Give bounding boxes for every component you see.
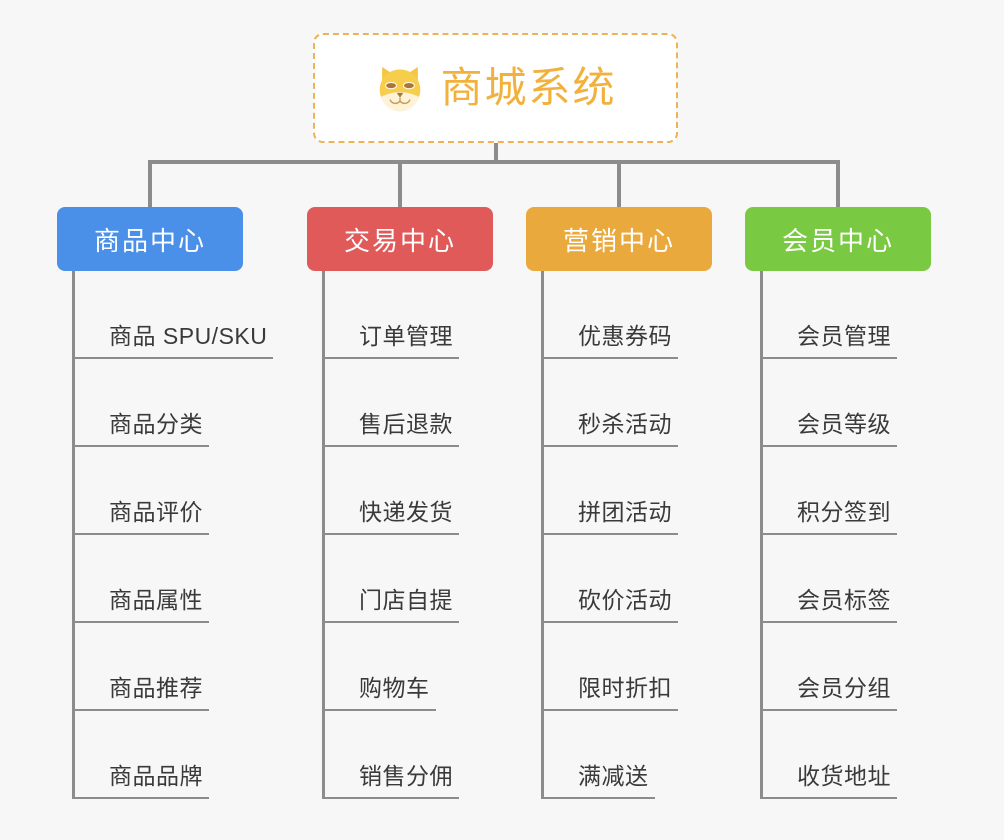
leaf-item[interactable]: 会员管理 xyxy=(763,271,931,359)
root-node-title: 商城系统 xyxy=(440,64,617,111)
leaf-label: 商品分类 xyxy=(109,411,203,437)
column-product-center: 商品中心 商品 SPU/SKU 商品分类 商品评价 商品属性 商品推荐 商品品牌 xyxy=(57,207,274,799)
connector-drop-1 xyxy=(148,160,152,208)
leaf-label: 购物车 xyxy=(359,675,430,701)
leaf-list-3: 优惠券码 秒杀活动 拼团活动 砍价活动 限时折扣 满减送 xyxy=(541,271,712,799)
leaf-item[interactable]: 会员等级 xyxy=(763,359,931,447)
column-marketing-center: 营销中心 优惠券码 秒杀活动 拼团活动 砍价活动 限时折扣 满减送 xyxy=(526,207,712,799)
leaf-label: 售后退款 xyxy=(359,411,453,437)
leaf-label: 会员等级 xyxy=(797,411,891,437)
leaf-item[interactable]: 砍价活动 xyxy=(544,535,712,623)
category-title-1: 商品中心 xyxy=(93,225,206,256)
leaf-item[interactable]: 售后退款 xyxy=(325,359,493,447)
category-box-4[interactable]: 会员中心 xyxy=(745,207,931,271)
leaf-label: 拼团活动 xyxy=(578,499,672,525)
leaf-label: 会员分组 xyxy=(797,675,891,701)
leaf-label: 会员标签 xyxy=(797,587,891,613)
leaf-item[interactable]: 销售分佣 xyxy=(325,711,493,799)
leaf-label: 积分签到 xyxy=(797,499,891,525)
connector-drop-3 xyxy=(617,160,621,208)
leaf-item[interactable]: 商品评价 xyxy=(75,447,243,535)
leaf-item[interactable]: 门店自提 xyxy=(325,535,493,623)
leaf-label: 商品 SPU/SKU xyxy=(109,323,268,349)
leaf-label: 销售分佣 xyxy=(359,763,453,789)
leaf-label: 商品品牌 xyxy=(109,763,203,789)
leaf-item[interactable]: 拼团活动 xyxy=(544,447,712,535)
shiba-dog-face-icon xyxy=(380,66,421,112)
leaf-item[interactable]: 商品分类 xyxy=(75,359,243,447)
leaf-label: 满减送 xyxy=(578,763,649,789)
leaf-item[interactable]: 订单管理 xyxy=(325,271,493,359)
leaf-label: 快递发货 xyxy=(359,499,453,525)
column-member-center: 会员中心 会员管理 会员等级 积分签到 会员标签 会员分组 收货地址 xyxy=(745,207,931,799)
leaf-item[interactable]: 商品 SPU/SKU xyxy=(75,271,274,359)
leaf-item[interactable]: 限时折扣 xyxy=(544,623,712,711)
leaf-item[interactable]: 购物车 xyxy=(325,623,493,711)
leaf-item[interactable]: 满减送 xyxy=(544,711,712,799)
leaf-item[interactable]: 优惠券码 xyxy=(544,271,712,359)
leaf-item[interactable]: 商品属性 xyxy=(75,535,243,623)
leaf-item[interactable]: 商品品牌 xyxy=(75,711,243,799)
leaf-label: 商品评价 xyxy=(109,499,203,525)
leaf-list-2: 订单管理 售后退款 快递发货 门店自提 购物车 销售分佣 xyxy=(322,271,493,799)
column-trade-center: 交易中心 订单管理 售后退款 快递发货 门店自提 购物车 销售分佣 xyxy=(307,207,493,799)
leaf-item[interactable]: 会员标签 xyxy=(763,535,931,623)
root-node-mall-system[interactable]: 商城系统 xyxy=(313,33,678,143)
leaf-item[interactable]: 商品推荐 xyxy=(75,623,243,711)
leaf-list-1: 商品 SPU/SKU 商品分类 商品评价 商品属性 商品推荐 商品品牌 xyxy=(72,271,274,799)
leaf-label: 商品推荐 xyxy=(109,675,203,701)
category-box-3[interactable]: 营销中心 xyxy=(526,207,712,271)
connector-drop-4 xyxy=(836,160,840,208)
category-title-3: 营销中心 xyxy=(562,225,675,256)
category-title-4: 会员中心 xyxy=(781,225,894,256)
leaf-item[interactable]: 积分签到 xyxy=(763,447,931,535)
leaf-label: 商品属性 xyxy=(109,587,203,613)
leaf-list-4: 会员管理 会员等级 积分签到 会员标签 会员分组 收货地址 xyxy=(760,271,931,799)
category-title-2: 交易中心 xyxy=(343,225,456,256)
leaf-label: 砍价活动 xyxy=(578,587,672,613)
leaf-label: 优惠券码 xyxy=(578,323,672,349)
category-box-2[interactable]: 交易中心 xyxy=(307,207,493,271)
leaf-item[interactable]: 会员分组 xyxy=(763,623,931,711)
leaf-item[interactable]: 收货地址 xyxy=(763,711,931,799)
connector-drop-2 xyxy=(398,160,402,208)
category-box-1[interactable]: 商品中心 xyxy=(57,207,243,271)
leaf-label: 收货地址 xyxy=(797,763,891,789)
connector-horizontal-bar xyxy=(150,160,840,164)
leaf-label: 秒杀活动 xyxy=(578,411,672,437)
leaf-item[interactable]: 秒杀活动 xyxy=(544,359,712,447)
leaf-item[interactable]: 快递发货 xyxy=(325,447,493,535)
leaf-label: 限时折扣 xyxy=(578,675,672,701)
leaf-label: 会员管理 xyxy=(797,323,891,349)
leaf-label: 门店自提 xyxy=(359,587,453,613)
connector-root-stem xyxy=(494,143,498,164)
leaf-label: 订单管理 xyxy=(359,323,453,349)
